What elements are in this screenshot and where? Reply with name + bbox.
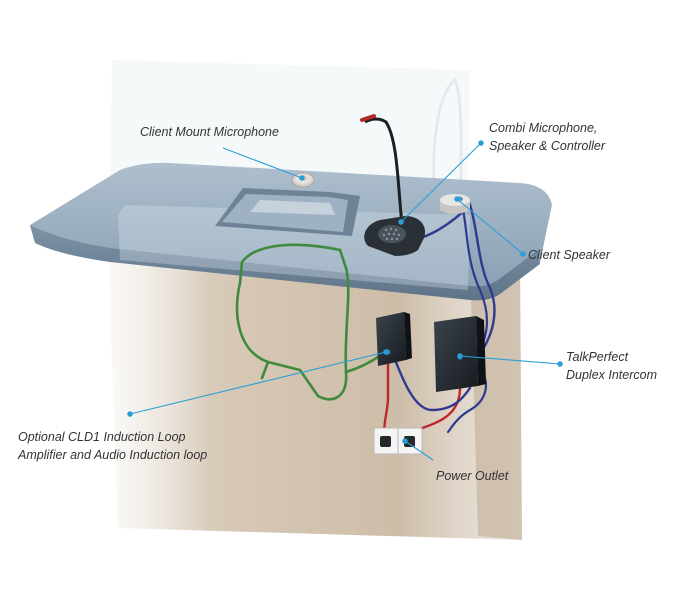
label-optional-cld1-line2: Amplifier and Audio Induction loop — [17, 448, 207, 462]
label-talkperfect-line1: TalkPerfect — [566, 350, 629, 364]
label-optional-cld1: Optional CLD1 Induction Loop Amplifier a… — [17, 430, 207, 462]
label-optional-cld1-line1: Optional CLD1 Induction Loop — [18, 430, 186, 444]
label-client-speaker-line1: Client Speaker — [528, 248, 611, 262]
label-talkperfect-line2: Duplex Intercom — [566, 368, 657, 382]
counter-top — [30, 162, 552, 301]
label-client-speaker: Client Speaker — [528, 248, 611, 262]
label-combi-microphone: Combi Microphone, Speaker & Controller — [489, 121, 606, 153]
signal-cable-mic — [410, 202, 496, 358]
client-speaker — [440, 194, 470, 214]
label-client-mount-microphone-line1: Client Mount Microphone — [140, 125, 279, 139]
label-power-outlet: Power Outlet — [436, 469, 509, 483]
talkperfect-intercom-unit — [434, 316, 486, 392]
induction-loop-cable — [235, 243, 350, 401]
label-power-outlet-line1: Power Outlet — [436, 469, 509, 483]
combi-microphone-unit — [360, 114, 426, 256]
leader-lines — [127, 140, 563, 461]
label-combi-microphone-line2: Speaker & Controller — [489, 139, 606, 153]
label-talkperfect: TalkPerfect Duplex Intercom — [566, 350, 657, 382]
power-outlet — [373, 427, 423, 455]
induction-loop-amplifier — [376, 312, 412, 366]
label-client-mount-microphone: Client Mount Microphone — [140, 125, 279, 139]
label-combi-microphone-line1: Combi Microphone, — [489, 121, 597, 135]
